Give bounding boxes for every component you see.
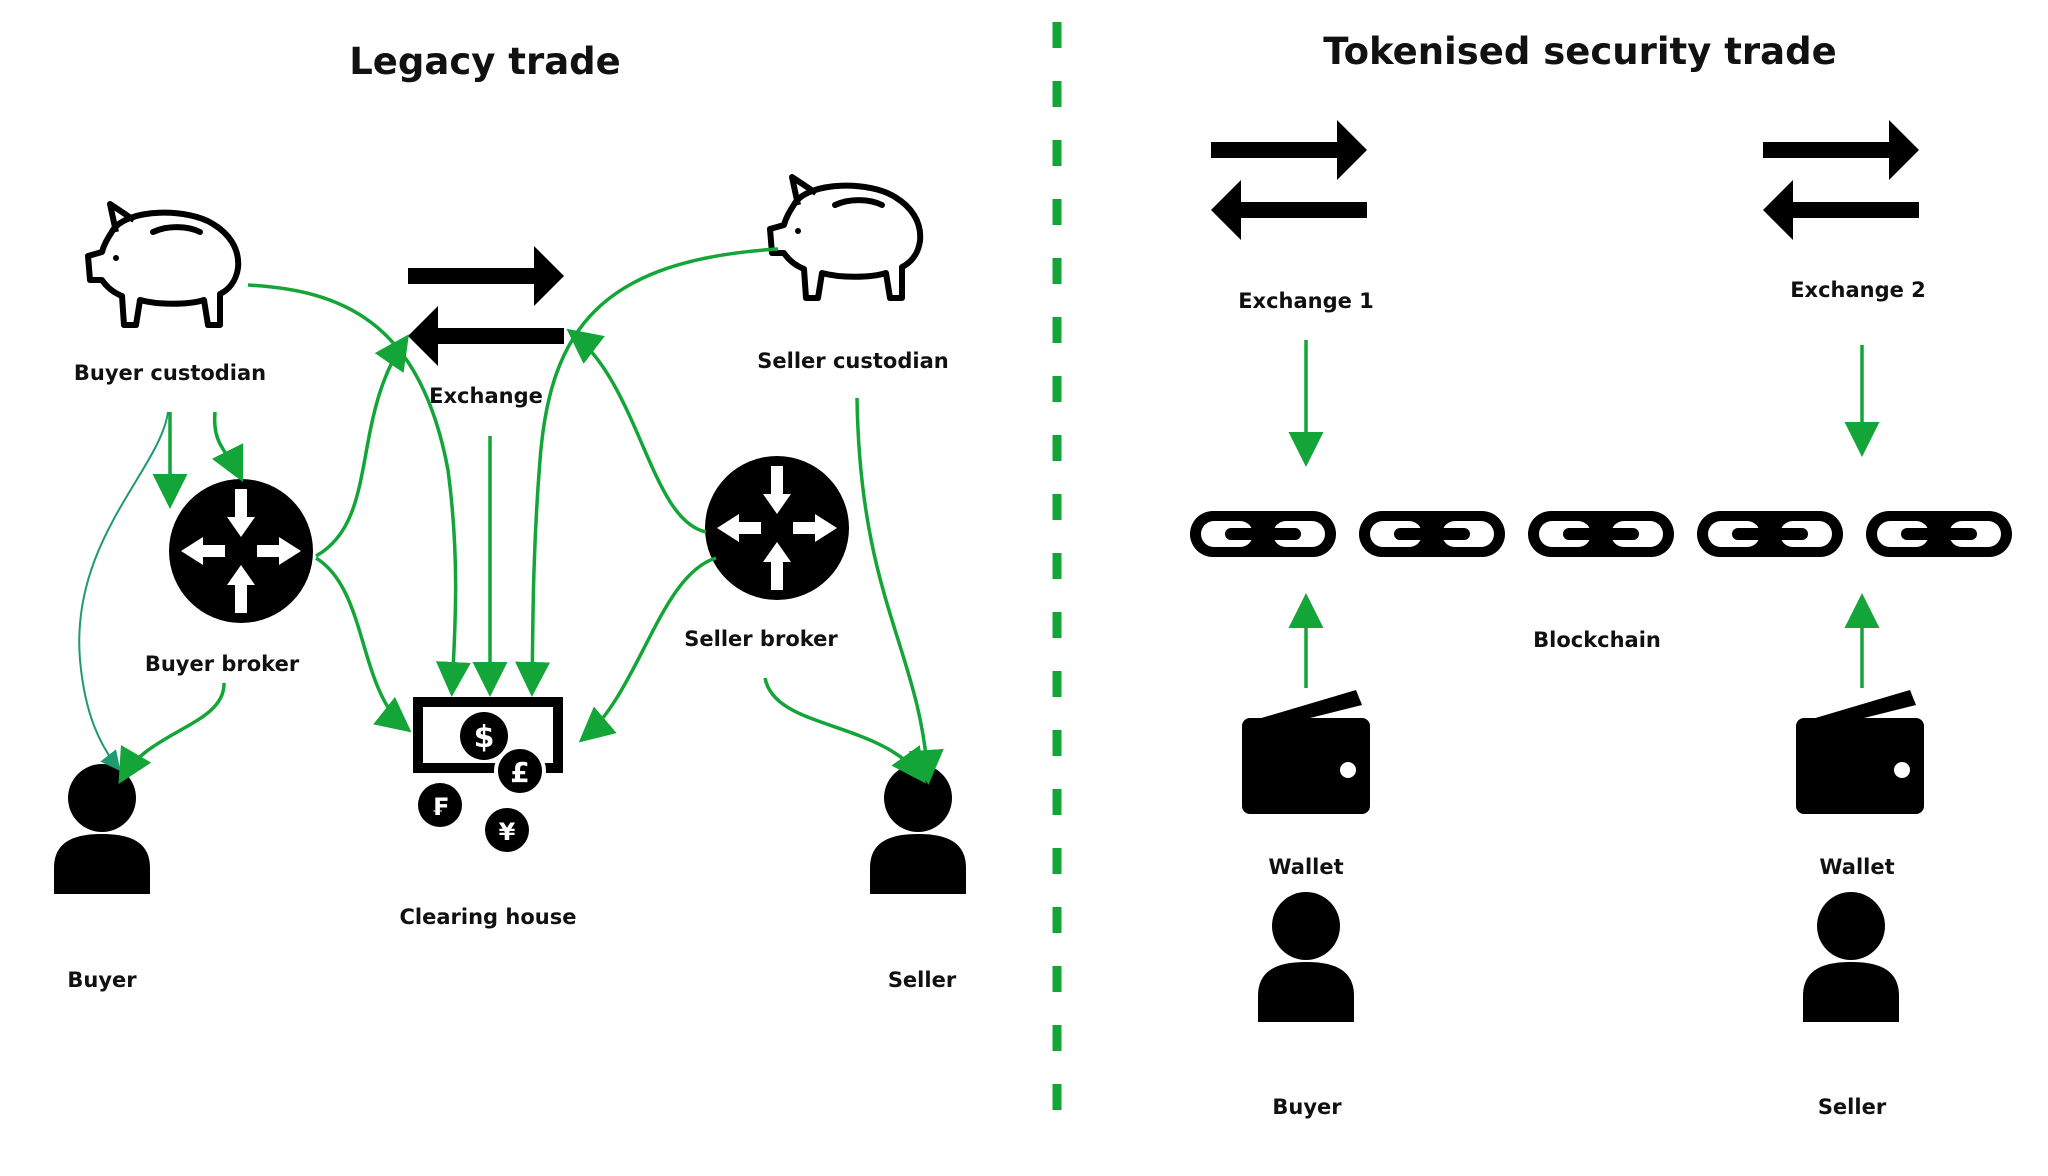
seller-custodian-piggy-icon xyxy=(770,177,920,298)
legacy-seller-person-icon xyxy=(870,764,966,894)
exchange-1-label: Exchange 1 xyxy=(1238,289,1374,313)
clearing-house-label: Clearing house xyxy=(400,905,577,929)
legacy-buyer-label: Buyer xyxy=(67,968,137,992)
tokenised-seller-label: Seller xyxy=(1818,1095,1887,1119)
wallet-right-label: Wallet xyxy=(1819,855,1894,879)
blockchain-label: Blockchain xyxy=(1533,628,1661,652)
svg-text:¥: ¥ xyxy=(499,818,516,846)
exchange-2-arrows-icon xyxy=(1763,120,1919,240)
tokenised-buyer-label: Buyer xyxy=(1272,1095,1342,1119)
exchange-2-label: Exchange 2 xyxy=(1790,278,1926,302)
tokenised-flow-arrows xyxy=(1288,340,1880,688)
clearing-house-currency-icon: $ £ ₣ ¥ xyxy=(413,697,563,852)
seller-broker-icon xyxy=(705,456,849,600)
exchange-1-arrows-icon xyxy=(1211,120,1367,240)
buyer-wallet-icon xyxy=(1242,690,1370,814)
svg-text:$: $ xyxy=(474,720,495,755)
exchange-label: Exchange xyxy=(429,384,543,408)
buyer-broker-icon xyxy=(169,479,313,623)
svg-text:£: £ xyxy=(510,756,529,789)
seller-wallet-icon xyxy=(1796,690,1924,814)
tokenised-buyer-person-icon xyxy=(1258,892,1354,1022)
legacy-buyer-person-icon xyxy=(54,764,150,894)
svg-text:₣: ₣ xyxy=(432,793,449,821)
buyer-custodian-label: Buyer custodian xyxy=(74,361,266,385)
legacy-seller-label: Seller xyxy=(888,968,957,992)
buyer-broker-label: Buyer broker xyxy=(145,652,300,676)
blockchain-chain-icon xyxy=(1190,511,2012,557)
wallet-left-label: Wallet xyxy=(1268,855,1343,879)
seller-custodian-label: Seller custodian xyxy=(757,349,948,373)
tokenised-seller-person-icon xyxy=(1803,892,1899,1022)
buyer-custodian-piggy-icon xyxy=(88,204,238,325)
tokenised-title: Tokenised security trade xyxy=(1323,30,1836,73)
legacy-title: Legacy trade xyxy=(349,40,621,83)
seller-broker-label: Seller broker xyxy=(684,627,838,651)
exchange-arrows-icon xyxy=(408,246,564,366)
legacy-flow-arrows xyxy=(78,247,944,785)
